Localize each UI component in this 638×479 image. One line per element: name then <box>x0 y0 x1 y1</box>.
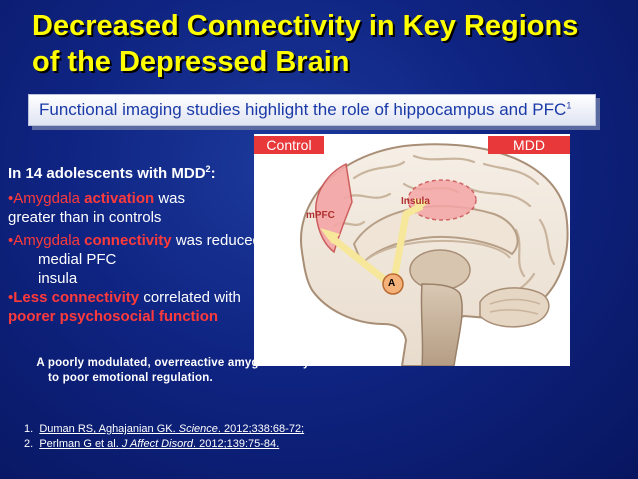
finding-1-line2: greater than in controls <box>8 209 162 226</box>
insula-label: Insula <box>401 196 430 207</box>
reference-2-authors: Perlman G et al. <box>39 438 119 450</box>
title-line-2: of the Depressed Brain <box>32 46 350 78</box>
findings-heading-end: : <box>210 165 216 182</box>
reference-2-journal: J Affect Disord <box>121 438 193 450</box>
finding-3-keyword: Less connectivity <box>13 289 140 306</box>
finding-3-suffix: correlated with <box>139 289 241 306</box>
reference-1: 1. Duman RS, Aghajanian GK. Science. 201… <box>24 422 304 437</box>
brain-illustration: Insula mPFC A <box>254 134 570 366</box>
mdd-tag: MDD <box>488 136 570 154</box>
finding-1-keyword: activation <box>84 190 155 207</box>
findings: In 14 adolescents with MDD2: •Amygdala a… <box>8 160 308 326</box>
reference-2: 2. Perlman G et al. J Affect Disord. 201… <box>24 437 304 452</box>
insula-region <box>407 179 477 221</box>
slide-title: Decreased Connectivity in Key Regions of… <box>32 8 632 80</box>
finding-2-sub-1: medial PFC <box>8 250 308 269</box>
amygdala-marker <box>382 273 404 295</box>
finding-2-sub-2-text: insula <box>38 270 78 287</box>
reference-2-citation[interactable]: Perlman G et al. J Affect Disord. 2012;1… <box>39 438 279 450</box>
note-line-1-text: A poorly modulated, overreactive amygdal… <box>36 357 372 369</box>
finding-3: •Less connectivity correlated with <box>8 288 308 307</box>
finding-2-sub-1-text: medial PFC <box>38 251 117 268</box>
references: 1. Duman RS, Aghajanian GK. Science. 201… <box>24 422 304 452</box>
reference-1-citation[interactable]: Duman RS, Aghajanian GK. Science. 2012;3… <box>39 423 304 435</box>
control-tag: Control <box>254 136 324 154</box>
note-line-2: to poor emotional regulation. <box>48 372 213 384</box>
mpfc-label: mPFC <box>306 210 335 221</box>
finding-1-prefix: •Amygdala <box>8 190 85 207</box>
note-line-1: A poorly modulated, overreactive amygdal… <box>30 356 371 371</box>
reference-1-details: . 2012;338:68-72; <box>217 423 305 435</box>
thalamus <box>409 249 471 291</box>
subtitle-ref: 1 <box>566 100 572 111</box>
conclusion-note: A poorly modulated, overreactive amygdal… <box>30 356 371 386</box>
cerebellum <box>479 287 550 328</box>
amygdala-label: A <box>388 278 396 289</box>
finding-2-prefix: •Amygdala <box>8 232 85 249</box>
finding-1-suffix: was <box>154 190 185 207</box>
findings-heading-text: In 14 adolescents with MDD <box>8 165 206 182</box>
findings-heading: In 14 adolescents with MDD2: <box>8 160 308 183</box>
finding-2-suffix: was reduced <box>171 232 261 249</box>
subtitle: Functional imaging studies highlight the… <box>39 100 571 120</box>
findings-heading-sup: 2 <box>205 164 211 174</box>
finding-2: •Amygdala connectivity was reduced <box>8 231 308 250</box>
reference-1-number: 1. <box>24 423 34 435</box>
finding-1: •Amygdala activation was <box>8 189 308 208</box>
subtitle-text: Functional imaging studies highlight the… <box>39 100 567 119</box>
finding-2-keyword: connectivity <box>84 232 172 249</box>
brainstem <box>420 283 463 366</box>
finding-3-line2: poorer psychosocial function <box>8 308 219 325</box>
finding-2-sub-2: insula <box>8 269 308 288</box>
brain-svg <box>300 143 569 366</box>
subtitle-bar: Functional imaging studies highlight the… <box>28 94 596 126</box>
reference-1-journal: Science <box>178 423 218 435</box>
title-line-1: Decreased Connectivity in Key Regions <box>32 10 579 42</box>
reference-1-authors: Duman RS, Aghajanian GK. <box>39 423 176 435</box>
reference-2-number: 2. <box>24 438 34 450</box>
finding-3-bullet: • <box>8 289 14 306</box>
reference-2-details: . 2012;139:75-84. <box>192 438 280 450</box>
